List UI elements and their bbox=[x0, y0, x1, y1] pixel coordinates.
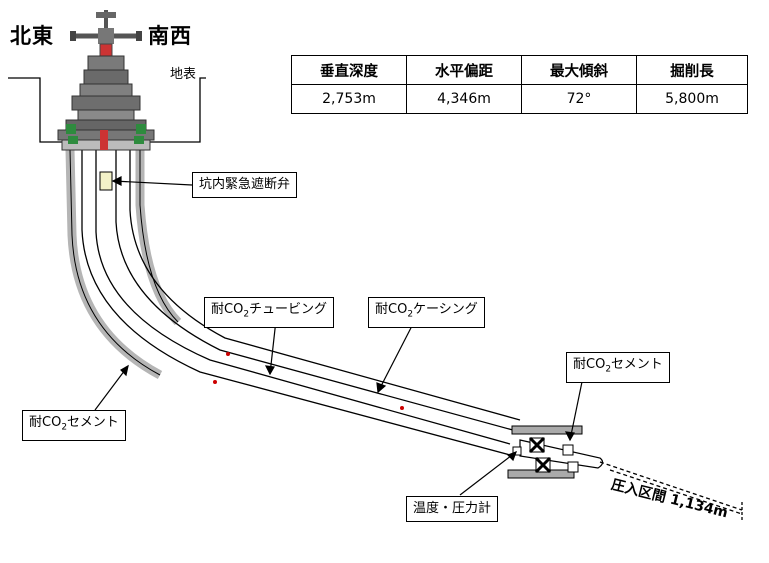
well-spec-table: 垂直深度 水平偏距 最大傾斜 掘削長 2,753m 4,346m 72° 5,8… bbox=[291, 55, 748, 114]
table-header-row: 垂直深度 水平偏距 最大傾斜 掘削長 bbox=[291, 55, 748, 85]
direction-north-east: 北東 bbox=[10, 24, 54, 48]
label-co2-tubing-suffix: チュービング bbox=[249, 302, 328, 317]
ground-surface-label: 地表 bbox=[170, 67, 197, 82]
lower-completion bbox=[507, 425, 604, 479]
label-co2-casing-subscript: 2 bbox=[407, 309, 414, 320]
casing-pipe bbox=[81, 148, 521, 456]
header-max-inclination: 最大傾斜 bbox=[521, 55, 637, 85]
label-co2-tubing-prefix: 耐CO bbox=[211, 302, 244, 317]
label-co2-cement-right-suffix: セメント bbox=[611, 357, 663, 372]
label-co2-cement-right-subscript: 2 bbox=[605, 364, 612, 375]
value-vertical-depth: 2,753m bbox=[291, 84, 407, 114]
wellhead bbox=[57, 10, 155, 151]
leader-lines bbox=[94, 176, 584, 496]
safety-valve-symbol bbox=[99, 171, 113, 191]
direction-south-west: 南西 bbox=[148, 24, 192, 48]
label-co2-cement-right: 耐CO2セメント bbox=[566, 352, 670, 383]
label-co2-cement-right-prefix: 耐CO bbox=[573, 357, 606, 372]
header-horizontal-offset: 水平偏距 bbox=[406, 55, 522, 85]
label-co2-casing: 耐CO2ケーシング bbox=[368, 297, 485, 328]
label-co2-casing-suffix: ケーシング bbox=[413, 302, 478, 317]
tubing-pipe bbox=[95, 148, 521, 445]
label-temp-pressure-gauge: 温度・圧力計 bbox=[406, 496, 499, 522]
pipe-collars bbox=[213, 352, 404, 410]
injection-interval bbox=[599, 461, 743, 522]
label-co2-cement-left-suffix: セメント bbox=[67, 415, 119, 430]
label-co2-cement-left: 耐CO2セメント bbox=[22, 410, 126, 441]
value-max-inclination: 72° bbox=[521, 84, 637, 114]
label-co2-tubing-subscript: 2 bbox=[243, 309, 250, 320]
table-value-row: 2,753m 4,346m 72° 5,800m bbox=[291, 84, 748, 114]
label-co2-cement-left-subscript: 2 bbox=[61, 422, 68, 433]
header-drilling-length: 掘削長 bbox=[636, 55, 748, 85]
label-safety-valve: 坑内緊急遮断弁 bbox=[192, 172, 298, 198]
label-co2-tubing: 耐CO2チュービング bbox=[204, 297, 335, 328]
header-vertical-depth: 垂直深度 bbox=[291, 55, 407, 85]
value-horizontal-offset: 4,346m bbox=[406, 84, 522, 114]
label-co2-casing-prefix: 耐CO bbox=[375, 302, 408, 317]
label-co2-cement-left-prefix: 耐CO bbox=[29, 415, 62, 430]
value-drilling-length: 5,800m bbox=[636, 84, 748, 114]
cement-sheath bbox=[65, 149, 182, 379]
